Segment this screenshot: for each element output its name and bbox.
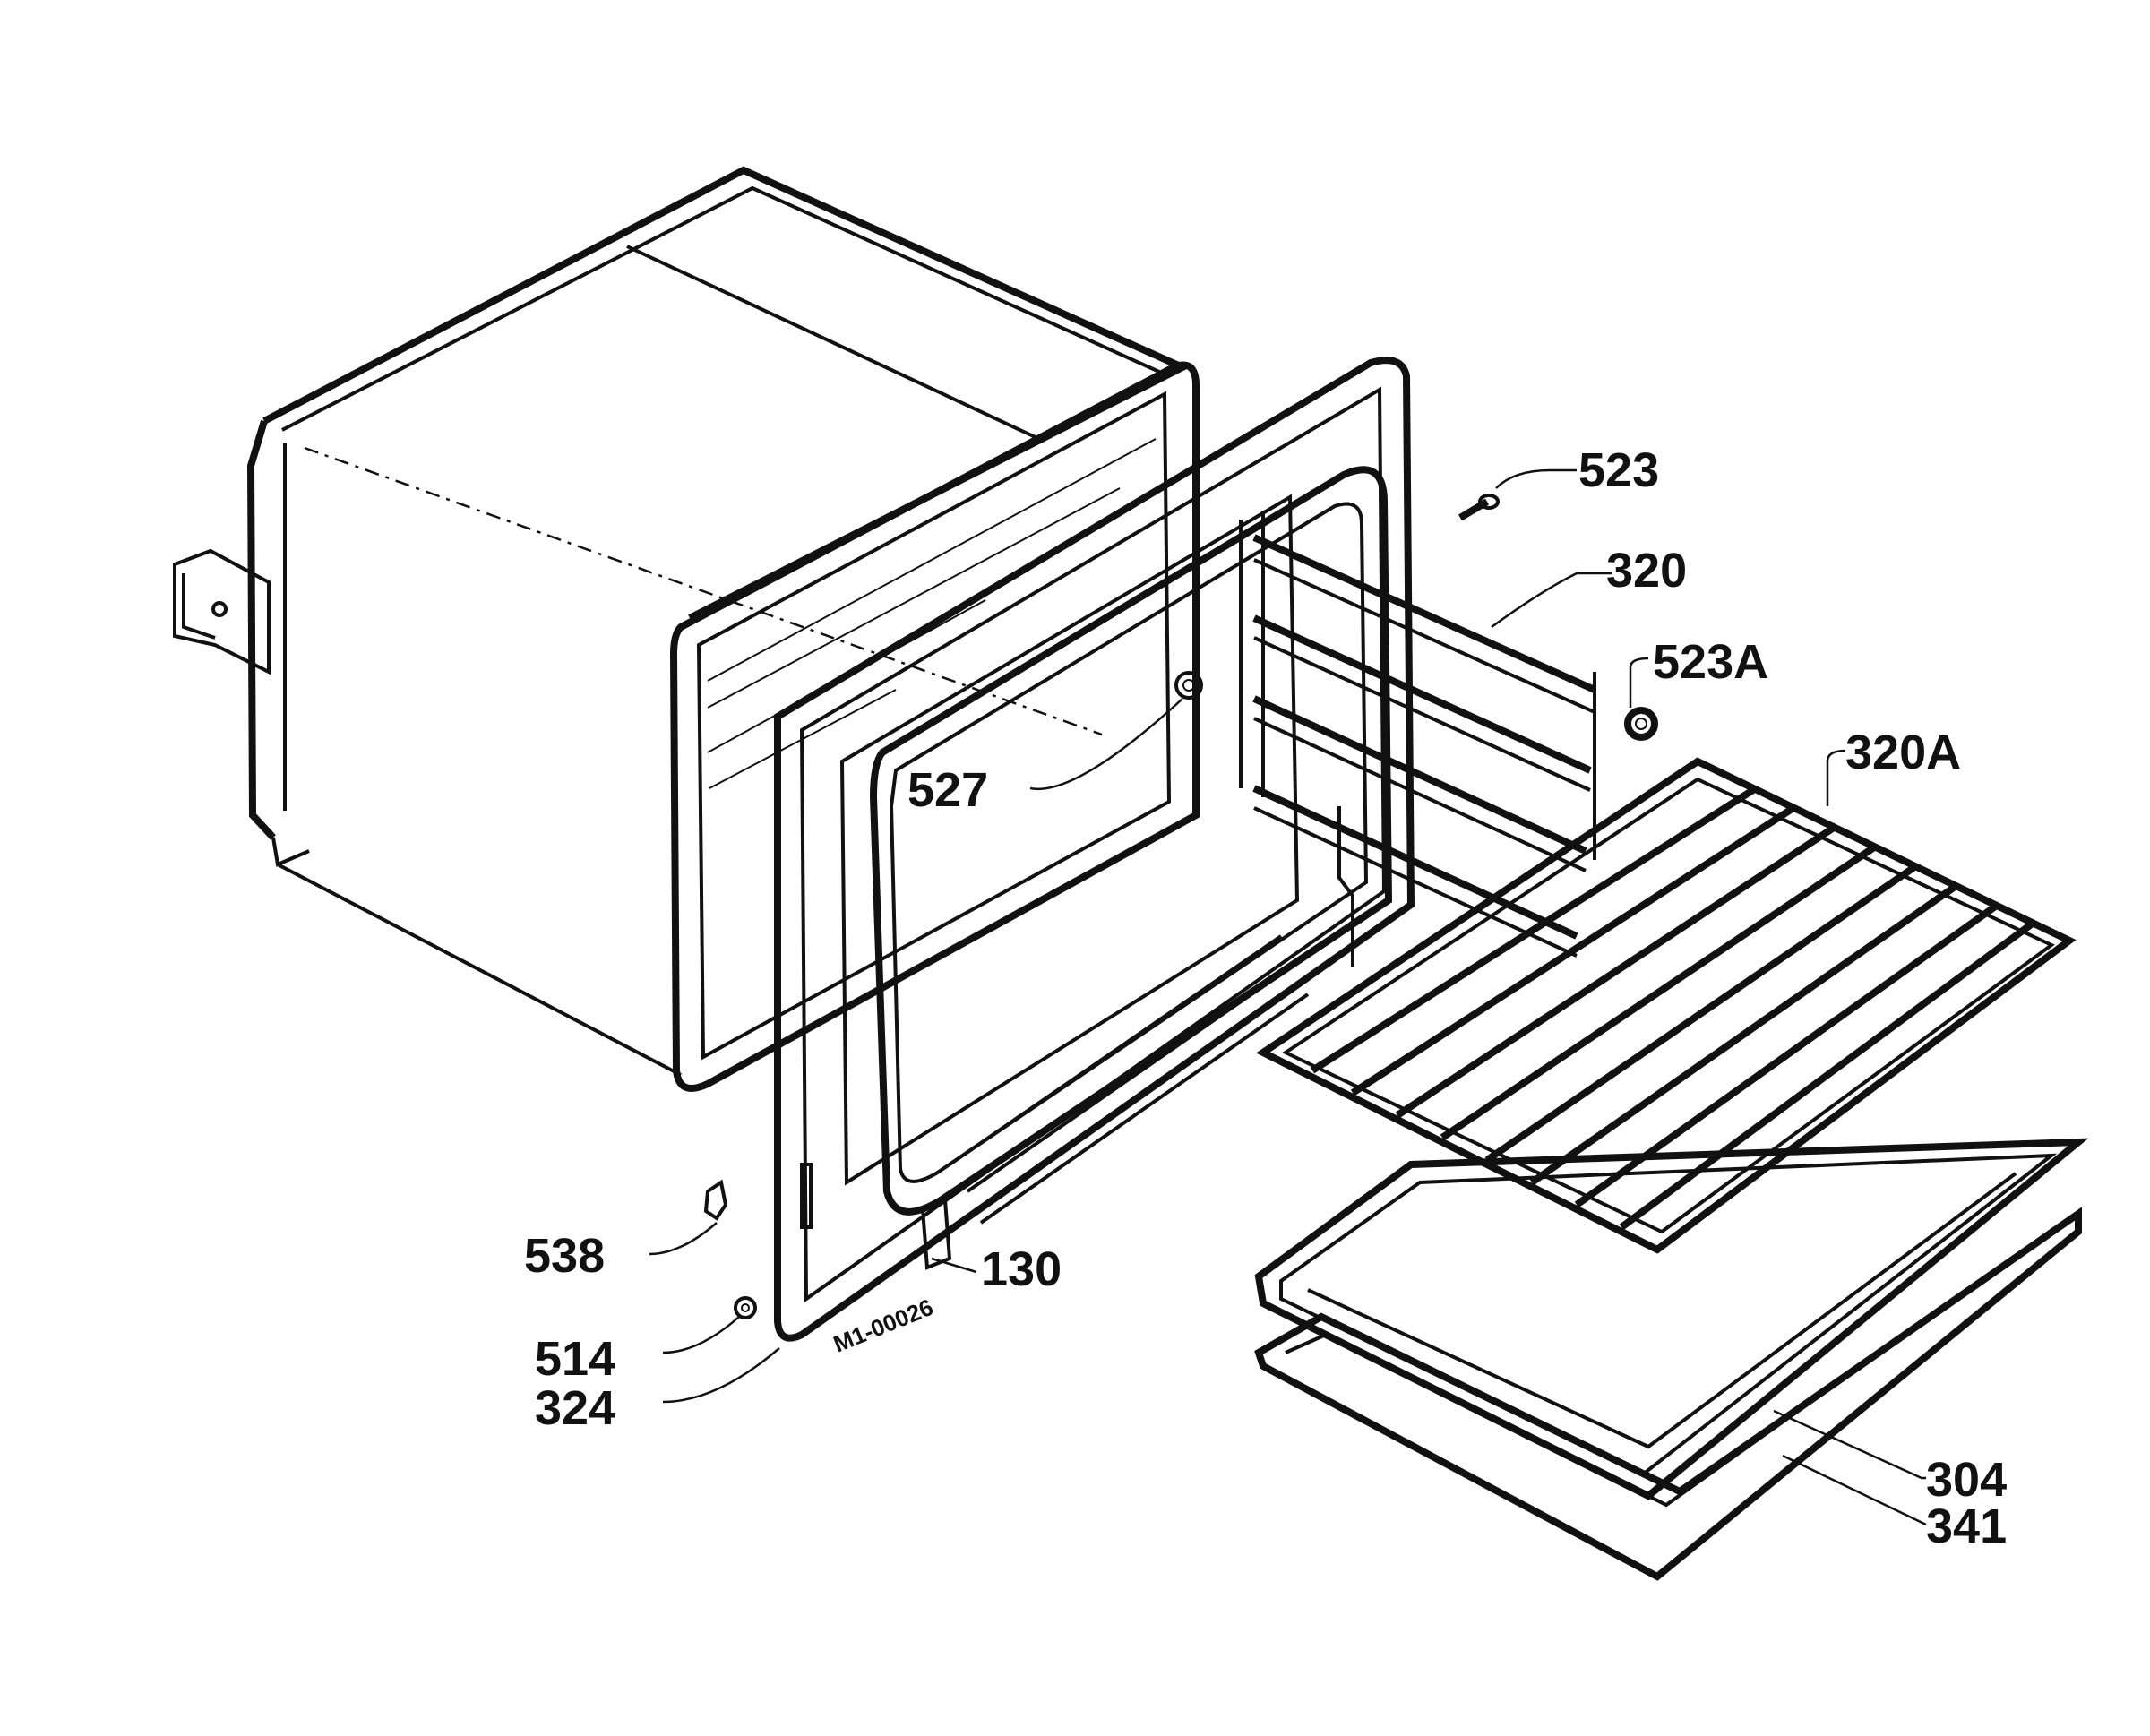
screw-523 [1458, 494, 1500, 521]
enamel-pan [1254, 1207, 2082, 1581]
clip-538 [703, 1179, 728, 1221]
label-320a: 320A [1845, 726, 1961, 779]
label-341: 341 [1926, 1500, 2007, 1553]
label-538: 538 [524, 1229, 605, 1283]
wire-shelf [1256, 757, 2077, 1254]
baking-tray [1254, 1138, 2089, 1500]
label-514: 514 [535, 1332, 615, 1386]
label-324: 324 [535, 1381, 615, 1435]
label-320: 320 [1606, 544, 1687, 597]
nut-523a [1624, 707, 1658, 741]
label-523: 523 [1578, 443, 1659, 497]
oven-cavity-box [173, 166, 1200, 1092]
label-304: 304 [1926, 1453, 2007, 1507]
label-130: 130 [981, 1242, 1062, 1296]
label-523a: 523A [1653, 635, 1768, 689]
label-527: 527 [907, 763, 988, 817]
inner-liner [869, 466, 1393, 1225]
bracket-130 [920, 1198, 952, 1270]
front-frame [774, 357, 1415, 1342]
leader-lines [649, 468, 1927, 1526]
washer-514 [734, 1296, 757, 1319]
